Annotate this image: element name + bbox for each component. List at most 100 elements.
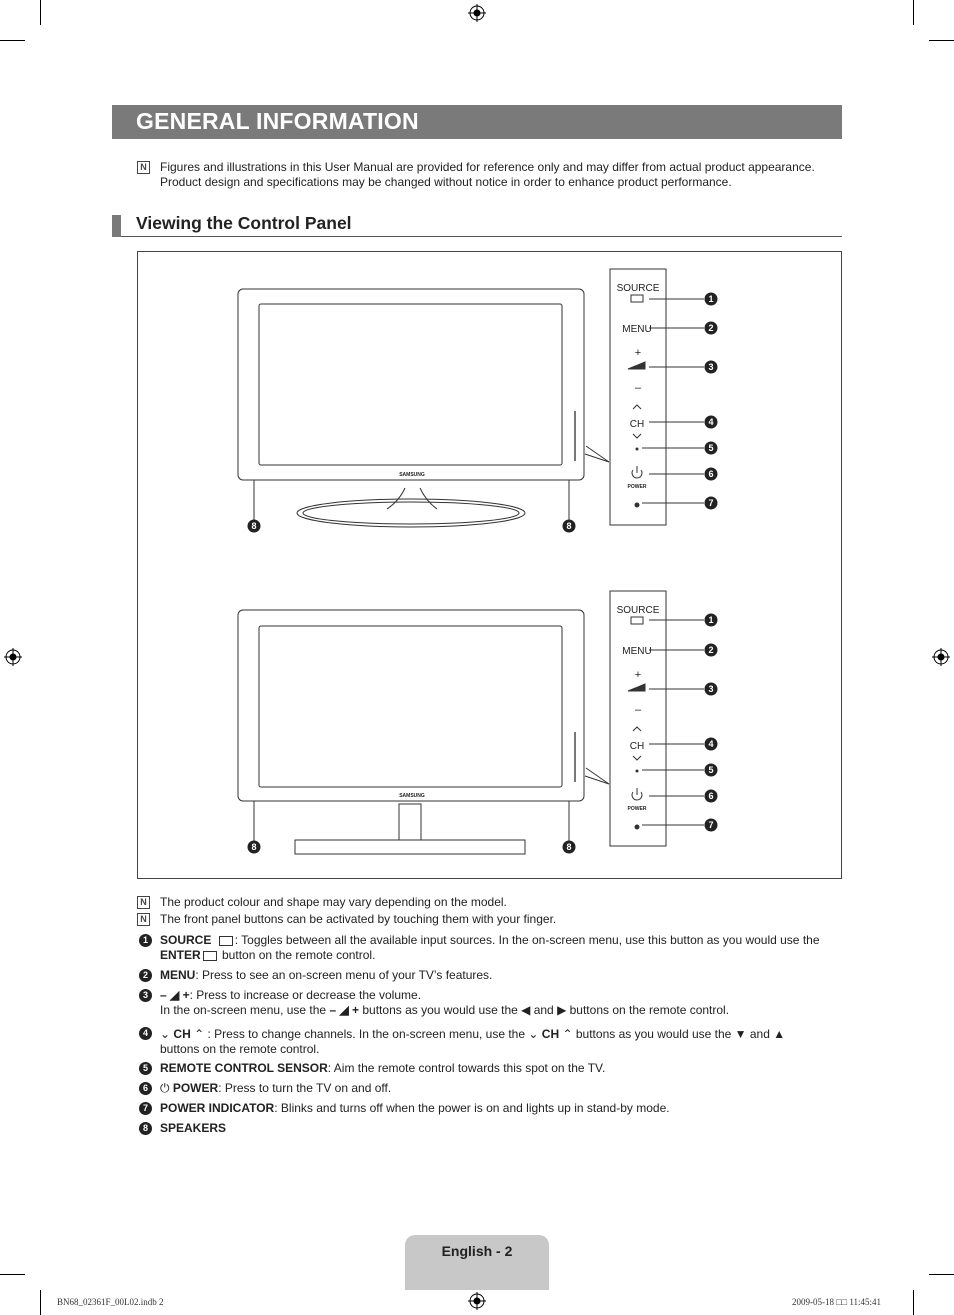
list-item-volume: – ◢ +: Press to increase or decrease the… [160,988,730,1017]
panel-minus-label: – [635,704,642,716]
list-item-remote-sensor: REMOTE CONTROL SENSOR: Aim the remote co… [160,1061,606,1075]
list-item-source: SOURCE : Toggles between all the availab… [160,933,820,962]
svg-text:1: 1 [708,615,713,625]
section-marker [112,215,121,237]
note-text: The product colour and shape may vary de… [160,895,507,909]
list-item-menu: MENU: Press to see an on-screen menu of … [160,968,493,982]
svg-text:7: 7 [708,820,713,830]
callout-badge: 1 [704,613,718,627]
chevron-up-icon: ⌃ [194,1027,205,1041]
note-text: Product design and specifications may be… [160,175,732,189]
callout-badge: 6 [704,789,718,803]
item-number-badge: 6 [139,1082,152,1095]
svg-text:4: 4 [708,417,713,427]
svg-text:8: 8 [251,521,256,531]
svg-text:8: 8 [566,521,571,531]
print-timestamp: 2009-05-18 □□ 11:45:41 [792,1297,882,1307]
note-icon: N [137,913,150,926]
panel-ch-label: CH [630,741,644,752]
panel-source-label: SOURCE [617,283,660,294]
item-number-badge: 8 [139,1122,152,1135]
callout-badge: 5 [704,763,718,777]
callout-badge: 6 [704,467,718,481]
panel-plus-label: + [635,347,641,359]
registration-mark-icon [468,4,486,22]
panel-menu-label: MENU [622,646,651,657]
panel-ch-label: CH [630,419,644,430]
power-icon: ⏻ [160,1081,170,1095]
panel-menu-label: MENU [622,324,651,335]
callout-badge: 4 [704,415,718,429]
crop-mark [0,40,25,41]
callout-badge: 8 [247,840,261,854]
callout-badge: 3 [704,682,718,696]
panel-minus-label: – [635,382,642,394]
list-item-power-indicator: POWER INDICATOR: Blinks and turns off wh… [160,1101,670,1115]
svg-text:2: 2 [708,323,713,333]
item-number-badge: 1 [139,934,152,947]
panel-plus-label: + [635,669,641,681]
print-file-info: BN68_02361F_00L02.indb 2 [57,1297,164,1307]
callout-badge: 4 [704,737,718,751]
callout-badge: 7 [704,496,718,510]
volume-icon: – ◢ + [329,1003,360,1017]
svg-text:4: 4 [708,739,713,749]
svg-text:5: 5 [708,765,713,775]
list-item-speakers: SPEAKERS [160,1121,227,1135]
crop-mark [40,1290,41,1315]
page-header-banner: GENERAL INFORMATION [112,105,842,139]
callout-badge: 5 [704,441,718,455]
registration-mark-icon [4,648,22,666]
panel-source-label: SOURCE [617,605,660,616]
callout-badge: 3 [704,360,718,374]
page-title: GENERAL INFORMATION [136,108,419,134]
crop-mark [40,0,41,25]
source-icon [218,935,233,946]
svg-text:8: 8 [251,842,256,852]
list-item-power: ⏻ POWER: Press to turn the TV on and off… [160,1081,392,1095]
item-number-badge: 3 [139,989,152,1002]
callout-badge: 2 [704,321,718,335]
page-number: English - 2 [441,1243,513,1259]
callout-badge: 7 [704,818,718,832]
svg-text:6: 6 [708,469,713,479]
chevron-up-icon: ⌃ [562,1027,573,1041]
tv-brand-label: SAMSUNG [399,472,425,478]
tv-illustration: SAMSUNG SAMSUNG SOURCE MENU + – CH POWER… [237,268,718,855]
tv-brand-label: SAMSUNG [399,793,425,799]
callout-badge: 2 [704,643,718,657]
callout-badge: 8 [562,519,576,533]
svg-text:2: 2 [708,645,713,655]
panel-power-label: POWER [628,806,647,812]
registration-mark-icon [468,1292,486,1310]
registration-mark-icon [932,648,950,666]
note-icon: N [137,896,150,909]
note-text: The front panel buttons can be activated… [160,912,557,926]
svg-text:7: 7 [708,498,713,508]
callout-badge: 8 [247,519,261,533]
item-number-badge: 4 [139,1027,152,1040]
svg-text:5: 5 [708,443,713,453]
crop-mark [0,1274,25,1275]
chevron-down-icon: ⌄ [528,1027,539,1041]
svg-text:8: 8 [566,842,571,852]
list-item-channel: ⌄ CH ⌃ : Press to change channels. In th… [160,1027,786,1056]
note-icon: N [137,161,150,174]
volume-icon: – ◢ + [160,988,190,1002]
enter-icon [202,950,217,961]
item-number-badge: 7 [139,1102,152,1115]
callout-badge: 1 [704,292,718,306]
svg-text:1: 1 [708,294,713,304]
svg-text:3: 3 [708,362,713,372]
crop-mark [913,0,914,25]
control-panel-figure [137,251,842,879]
panel-power-label: POWER [628,484,647,490]
crop-mark [913,1290,914,1315]
callout-badge: 8 [562,840,576,854]
item-number-badge: 2 [139,969,152,982]
crop-mark [929,40,954,41]
svg-text:6: 6 [708,791,713,801]
section-divider [121,236,842,237]
item-number-badge: 5 [139,1062,152,1075]
note-text: Figures and illustrations in this User M… [160,160,815,174]
